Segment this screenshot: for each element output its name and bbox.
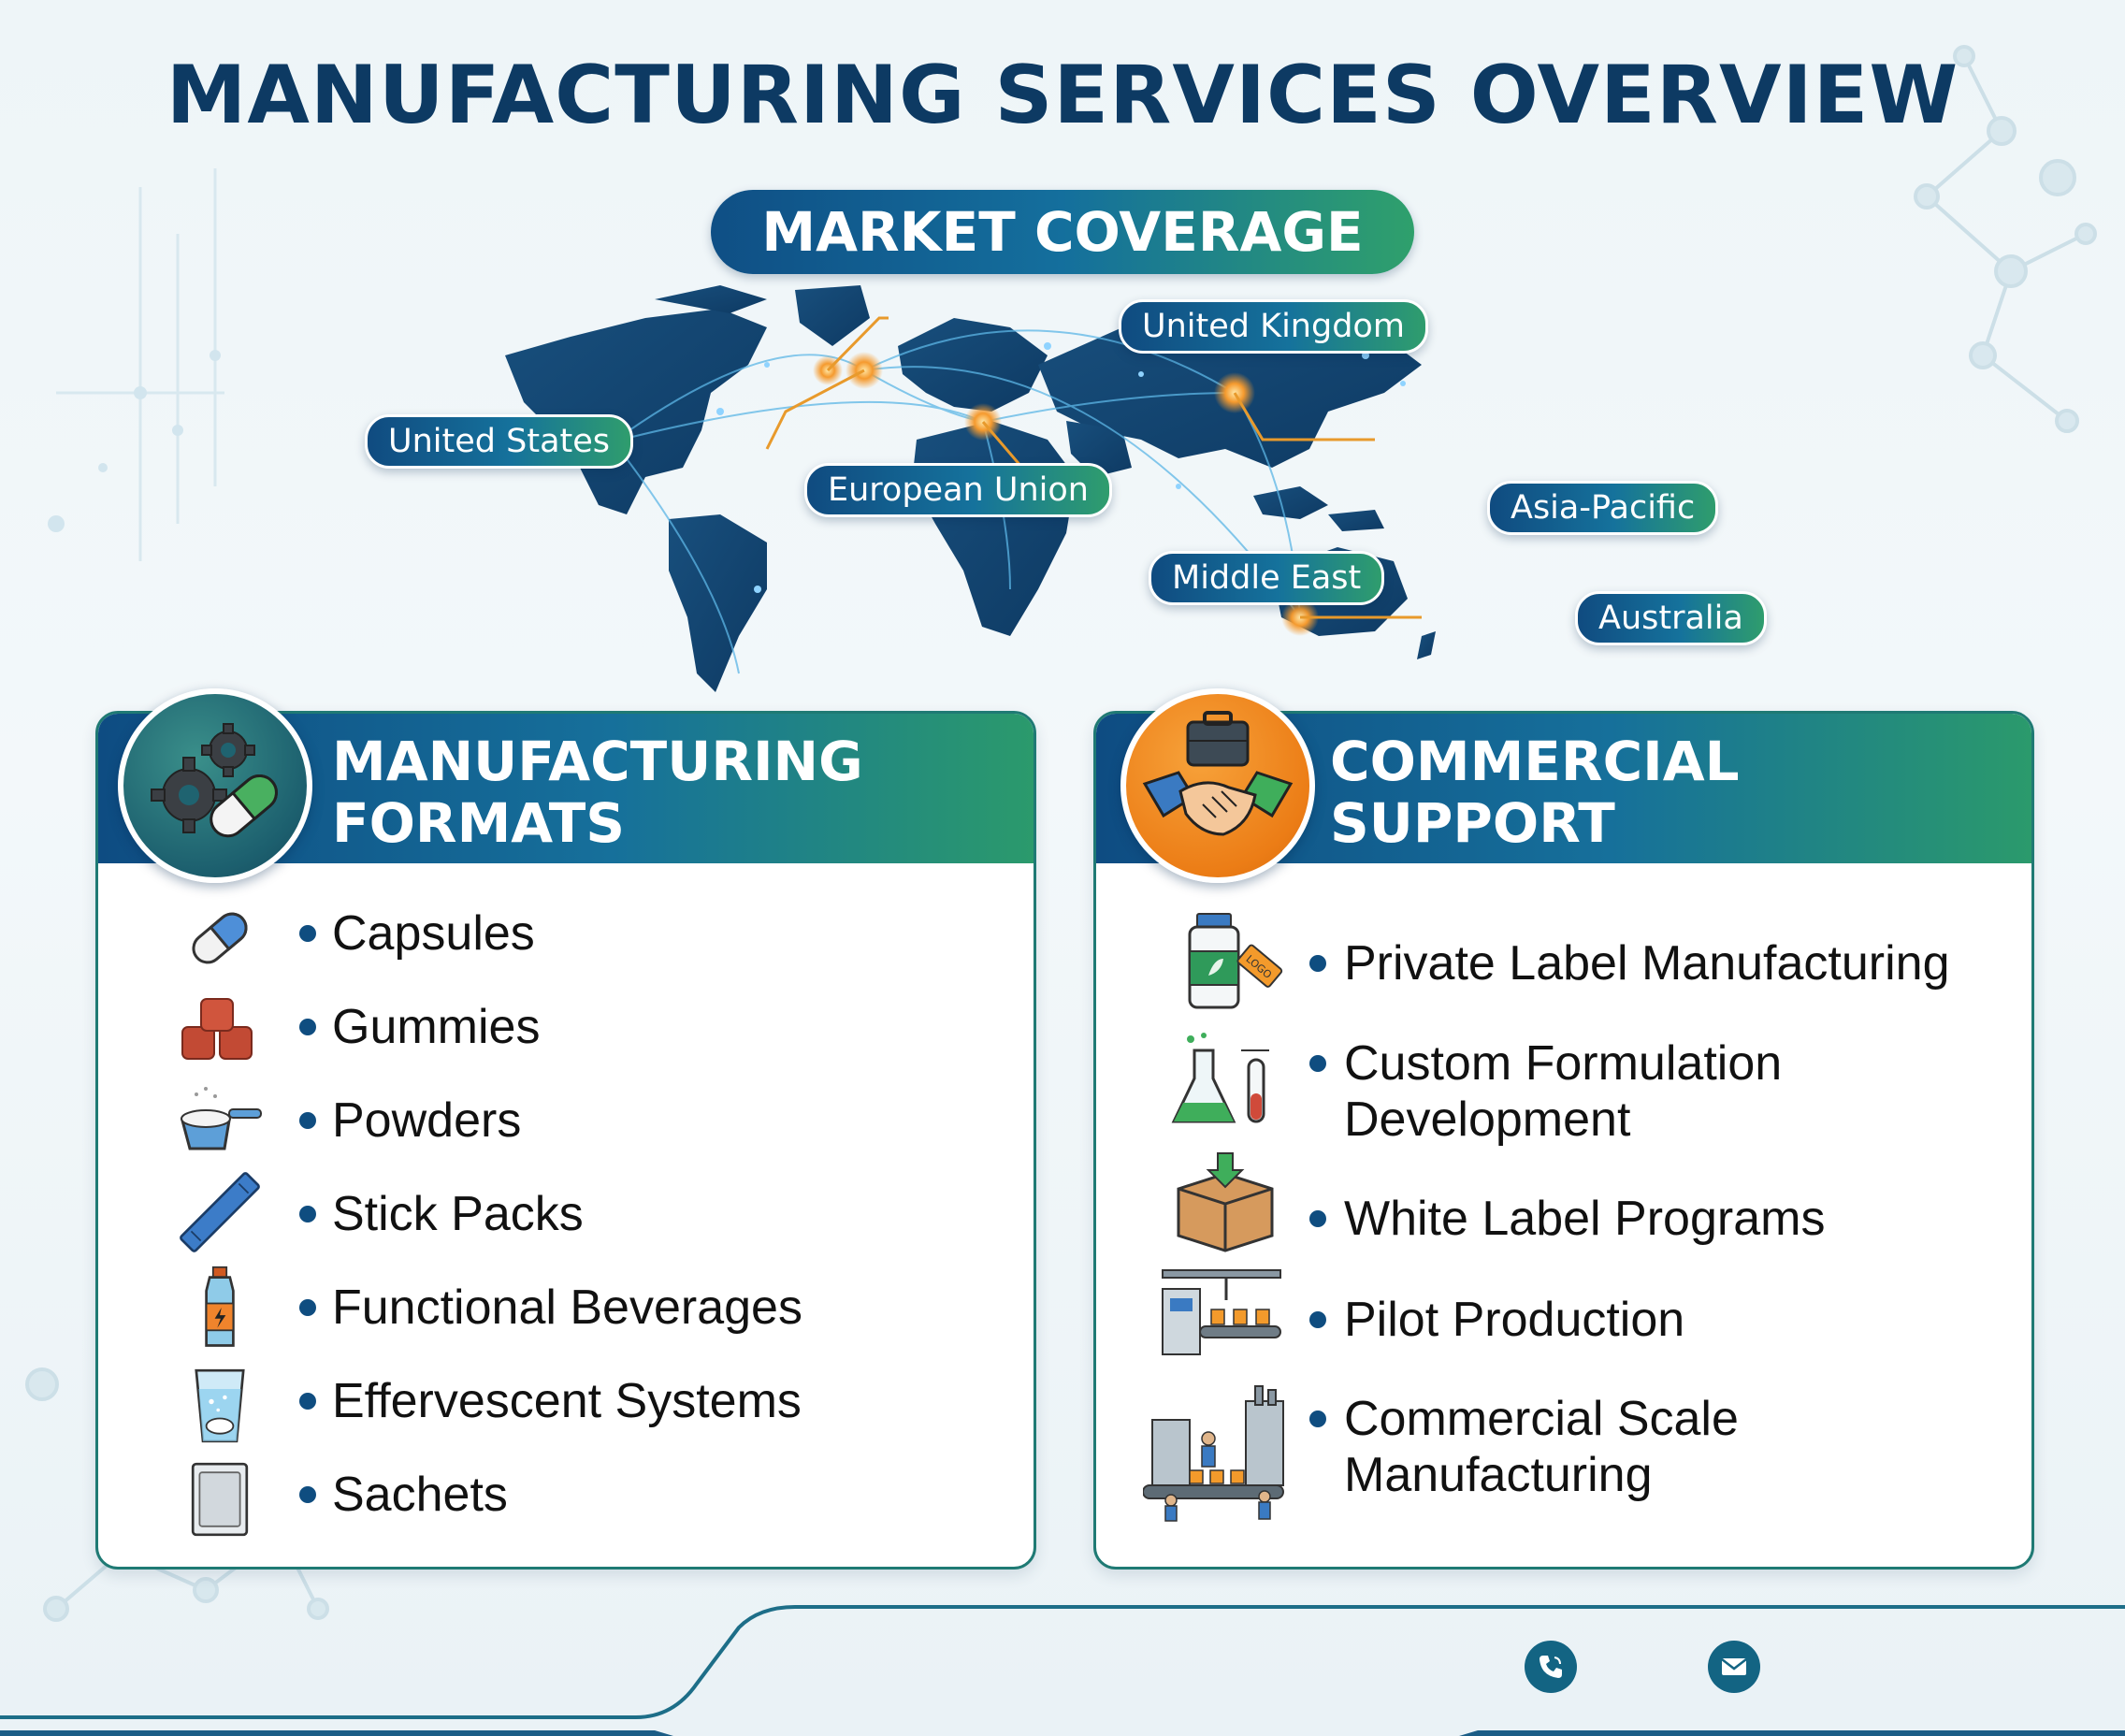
panel-title-line2: SUPPORT: [1330, 791, 1615, 855]
support-label-line1: Commercial Scale: [1344, 1392, 1739, 1446]
gummies-icon: [181, 998, 253, 1060]
powder-scoop-icon: [181, 1087, 262, 1150]
sachet-icon: [191, 1462, 249, 1537]
commercial-support-panel: COMMERCIAL SUPPORT LOGO Private Label Ma…: [1093, 711, 2034, 1570]
panel-title-line1: MANUFACTURING: [332, 730, 863, 793]
box-icon: [1177, 1152, 1274, 1252]
bullet: [299, 1299, 316, 1316]
handshake-badge: [1120, 688, 1315, 883]
bullet: [299, 1206, 316, 1222]
effervescent-glass-icon: [195, 1368, 245, 1443]
gear-icon: [151, 723, 278, 838]
capsule-icon: [192, 912, 248, 964]
bullet: [299, 1112, 316, 1129]
region-label-european-union: European Union: [804, 463, 1112, 517]
format-label: Effervescent Systems: [332, 1374, 802, 1428]
format-label: Powders: [332, 1093, 522, 1148]
handshake-briefcase-icon: [1142, 711, 1294, 836]
manufacturing-formats-panel: MANUFACTURING FORMATS Capsules Gummi: [95, 711, 1036, 1570]
region-label-australia: Australia: [1575, 591, 1767, 645]
support-label-line2: Manufacturing: [1344, 1448, 1653, 1502]
panel-title: COMMERCIAL SUPPORT: [1330, 731, 2003, 854]
bullet: [299, 1393, 316, 1410]
region-label-middle-east: Middle East: [1149, 551, 1385, 605]
bullet: [299, 1486, 316, 1503]
support-label: Pilot Production: [1344, 1293, 1685, 1347]
label-bottle-icon: LOGO: [1188, 913, 1283, 1009]
format-label: Sachets: [332, 1468, 508, 1522]
bullet: [299, 1019, 316, 1035]
conveyor-icon: [1162, 1269, 1281, 1355]
bullet: [1309, 955, 1326, 972]
phone-glyph: [1540, 1656, 1562, 1678]
region-label-united-states: United States: [365, 414, 634, 469]
lab-flask-icon: [1171, 1033, 1269, 1123]
format-label: Capsules: [332, 906, 535, 961]
support-label: White Label Programs: [1344, 1192, 1826, 1246]
panel-title: MANUFACTURING FORMATS: [332, 731, 1005, 854]
support-label-line1: Custom Formulation: [1344, 1036, 1783, 1091]
email-icon[interactable]: [1708, 1641, 1760, 1693]
format-label: Gummies: [332, 1000, 541, 1054]
envelope-glyph: [1721, 1658, 1747, 1675]
gears-capsule-badge: [118, 688, 312, 883]
support-label: Private Label Manufacturing: [1344, 936, 1950, 991]
region-label-asia-pacific: Asia-Pacific: [1487, 481, 1719, 535]
page-title: MANUFACTURING SERVICES OVERVIEW: [166, 49, 1959, 142]
market-coverage-heading: MARKET COVERAGE: [711, 190, 1414, 274]
format-label: Functional Beverages: [332, 1280, 802, 1335]
bullet: [1309, 1410, 1326, 1427]
bullet: [1309, 1055, 1326, 1072]
phone-icon[interactable]: [1525, 1641, 1577, 1693]
bullet: [299, 925, 316, 942]
region-label-united-kingdom: United Kingdom: [1119, 299, 1428, 354]
support-label-line2: Development: [1344, 1092, 1631, 1147]
footer-wave: [0, 1605, 2125, 1736]
panel-title-line1: COMMERCIAL: [1330, 730, 1740, 793]
bullet: [1309, 1210, 1326, 1227]
bullet: [1309, 1311, 1326, 1328]
panel-title-line2: FORMATS: [332, 791, 626, 855]
factory-line-icon: [1143, 1385, 1284, 1522]
beverage-bottle-icon: [205, 1266, 235, 1347]
format-label: Stick Packs: [332, 1187, 584, 1241]
stick-pack-icon: [180, 1172, 260, 1252]
